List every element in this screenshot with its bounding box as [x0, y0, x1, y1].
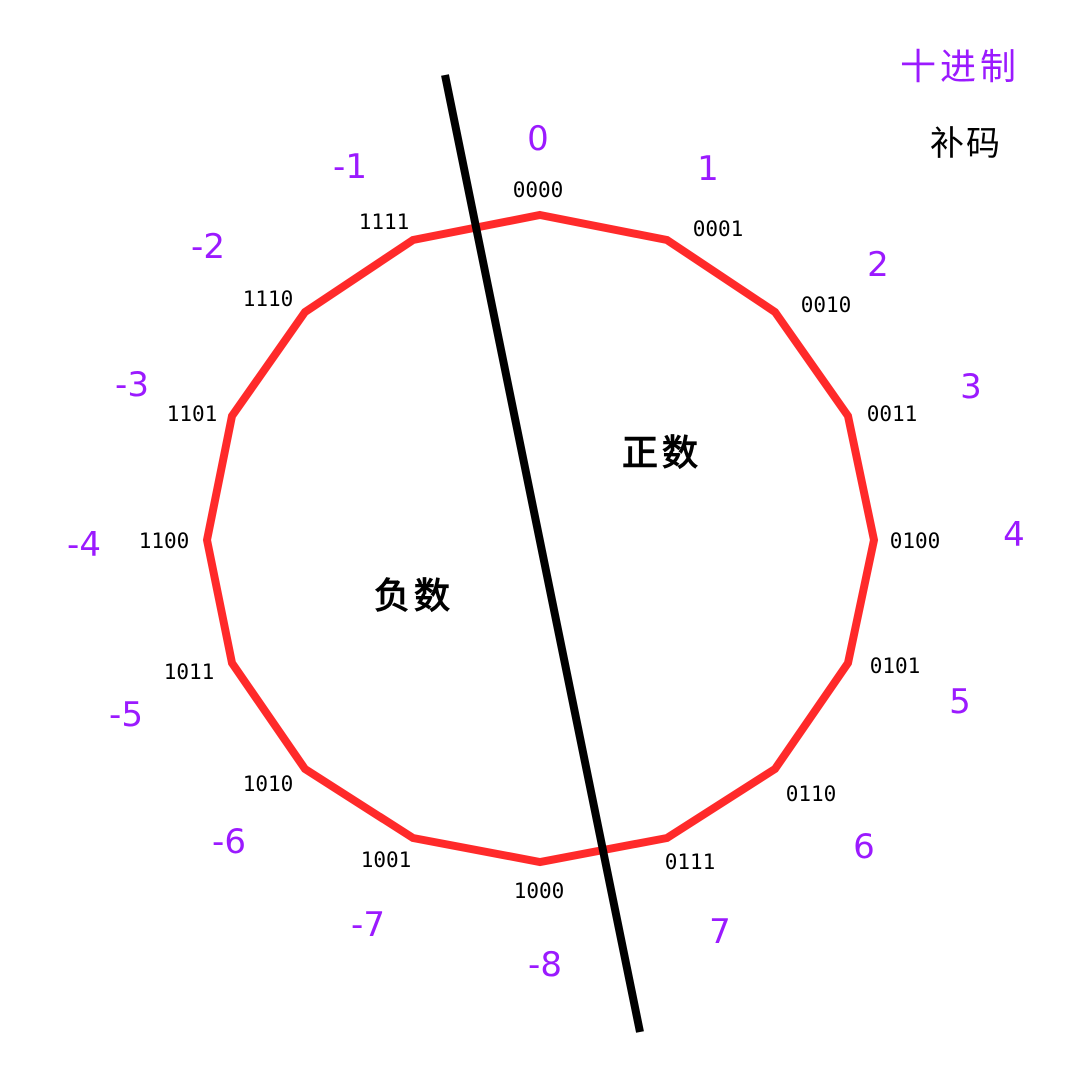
binary-code-0100: 0100	[890, 529, 941, 553]
binary-code-1100: 1100	[139, 529, 190, 553]
decimal-value-0: 0	[527, 119, 549, 159]
decimal-value-5: 5	[949, 682, 971, 722]
code-ring-polygon	[202, 210, 879, 867]
binary-code-0110: 0110	[786, 782, 837, 806]
decimal-value-labels: 0 1 2 3 4 5 6 7 -8 -7 -6 -5 -4 -3 -2 -1	[67, 119, 1025, 985]
decimal-value-neg5: -5	[109, 695, 143, 735]
decimal-value-neg1: -1	[333, 147, 367, 187]
binary-code-1110: 1110	[243, 287, 294, 311]
decimal-value-3: 3	[960, 367, 982, 407]
binary-code-1010: 1010	[243, 772, 294, 796]
decimal-value-neg7: -7	[351, 905, 385, 945]
decimal-value-neg8: -8	[528, 945, 562, 985]
decimal-value-7: 7	[709, 912, 731, 952]
decimal-value-2: 2	[867, 245, 889, 285]
decimal-value-neg6: -6	[212, 822, 246, 862]
binary-code-1101: 1101	[167, 402, 218, 426]
binary-code-1011: 1011	[164, 660, 215, 684]
decimal-value-1: 1	[697, 149, 719, 189]
decimal-value-neg2: -2	[191, 227, 225, 267]
binary-code-0000: 0000	[513, 178, 564, 202]
binary-code-0111: 0111	[665, 850, 716, 874]
binary-code-1111: 1111	[359, 210, 410, 234]
decimal-value-6: 6	[853, 827, 875, 867]
positive-region-label: 正数	[622, 433, 702, 474]
binary-code-1000: 1000	[514, 879, 565, 903]
binary-code-0011: 0011	[867, 402, 918, 426]
legend-decimal: 十进制	[900, 47, 1021, 88]
binary-code-0101: 0101	[870, 654, 921, 678]
binary-code-0010: 0010	[801, 293, 852, 317]
legend-binary-complement: 补码	[930, 124, 1002, 164]
binary-code-labels: 0000 0001 0010 0011 0100 0101 0110 0111 1000 1001…	[139, 178, 941, 903]
negative-region-label: 负数	[374, 576, 454, 617]
decimal-value-4: 4	[1003, 515, 1025, 555]
decimal-value-neg4: -4	[67, 525, 101, 565]
binary-code-1001: 1001	[361, 848, 412, 872]
sign-divider-line	[441, 74, 644, 1033]
decimal-value-neg3: -3	[115, 365, 149, 405]
binary-code-0001: 0001	[693, 217, 744, 241]
